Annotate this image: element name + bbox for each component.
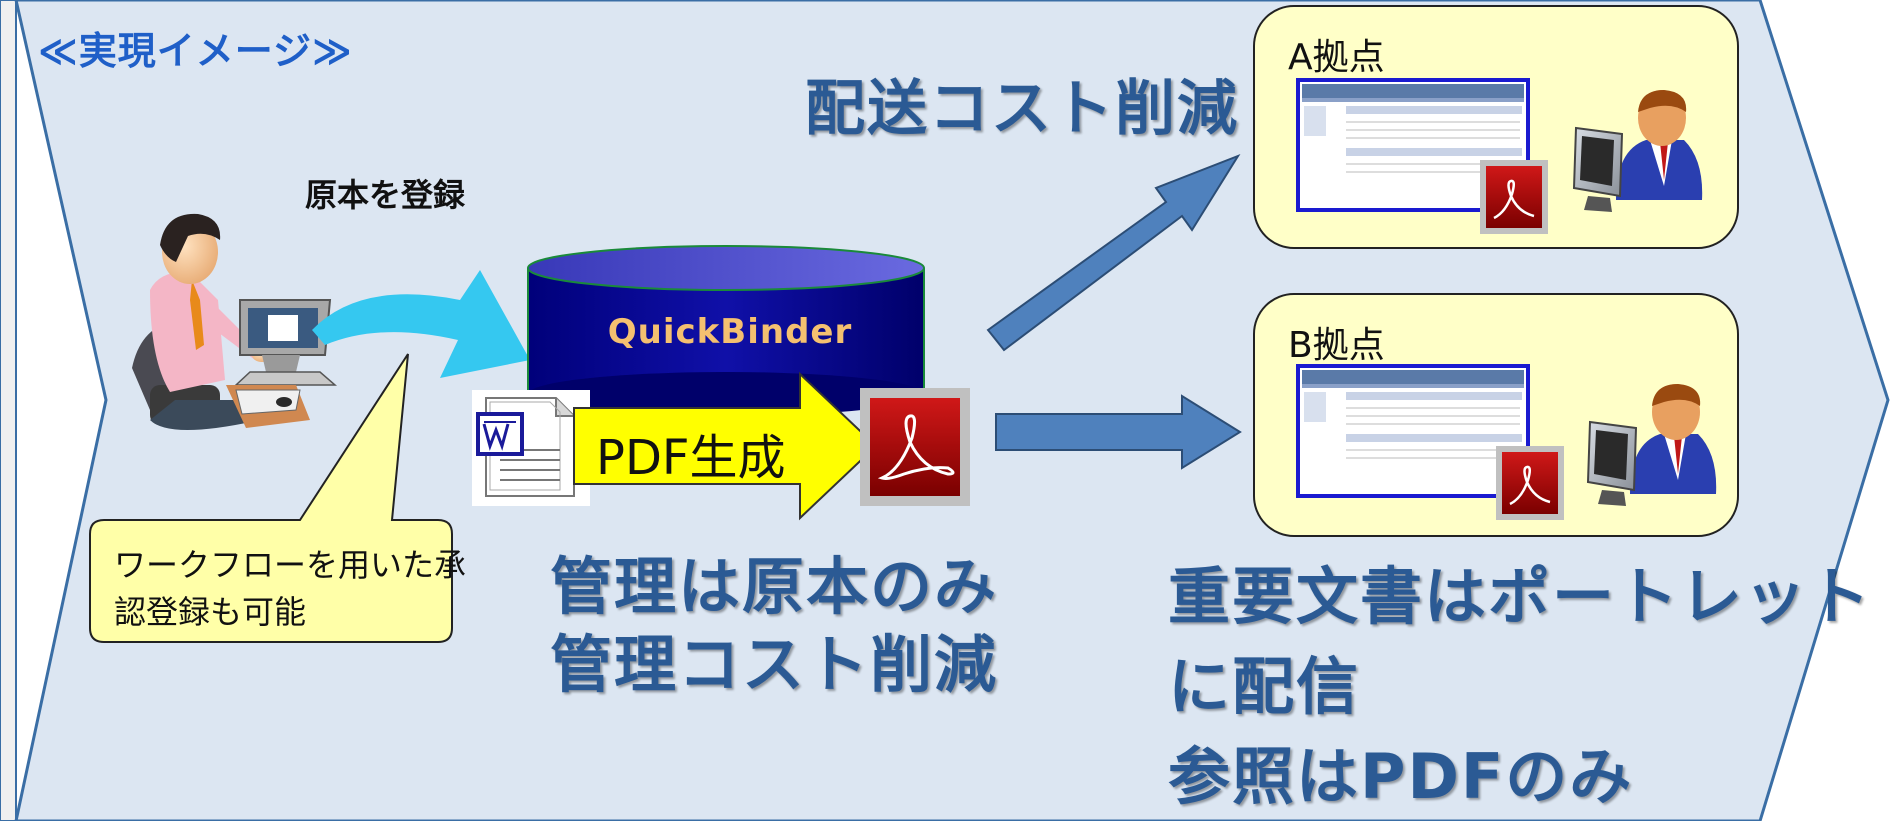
pdf-generate-arrow (573, 371, 878, 521)
portal-screenshot (1296, 364, 1530, 498)
quickbinder-database-icon (527, 245, 925, 416)
section-tag: ≪実現イメージ≫ (38, 29, 353, 73)
register-label: 原本を登録 (305, 176, 466, 214)
user-at-monitor-icon (1586, 384, 1717, 506)
site-a-label: A拠点 (1288, 37, 1385, 78)
manage-line: 管理は原本のみ (550, 550, 999, 623)
pdf-icon (1480, 160, 1548, 234)
portlet-heading: 重要文書はポートレット に配信 参照はPDFのみ (1168, 552, 1872, 821)
portlet-line: 重要文書はポートレット (1168, 560, 1873, 633)
callout-bubble (89, 353, 453, 643)
pdf-icon (1496, 446, 1564, 520)
arrow-to-site-a (986, 153, 1241, 352)
site-b-label: B拠点 (1288, 325, 1385, 366)
user-at-monitor-icon (1572, 90, 1703, 212)
delivery-cost-heading: 配送コスト削減 (805, 74, 1239, 144)
pdf-icon (860, 388, 970, 506)
person-at-computer-icon (132, 213, 338, 430)
register-arrow (312, 270, 530, 378)
manage-heading: 管理は原本のみ 管理コスト削減 (550, 548, 998, 704)
product-name: QuickBinder (607, 312, 853, 352)
callout-line: 認登録も可能 (114, 593, 307, 631)
prev-chevron (0, 0, 17, 821)
manage-line: 管理コスト削減 (550, 628, 999, 701)
callout-line: ワークフローを用いた承 (114, 546, 467, 584)
word-document-icon (472, 390, 590, 506)
callout-text: ワークフローを用いた承 認登録も可能 (114, 542, 466, 636)
pdf-generate-label: PDF生成 (596, 430, 786, 486)
arrow-to-site-b (995, 394, 1242, 470)
portlet-line: 参照はPDFのみ (1168, 740, 1634, 813)
portlet-line: に配信 (1168, 650, 1361, 723)
